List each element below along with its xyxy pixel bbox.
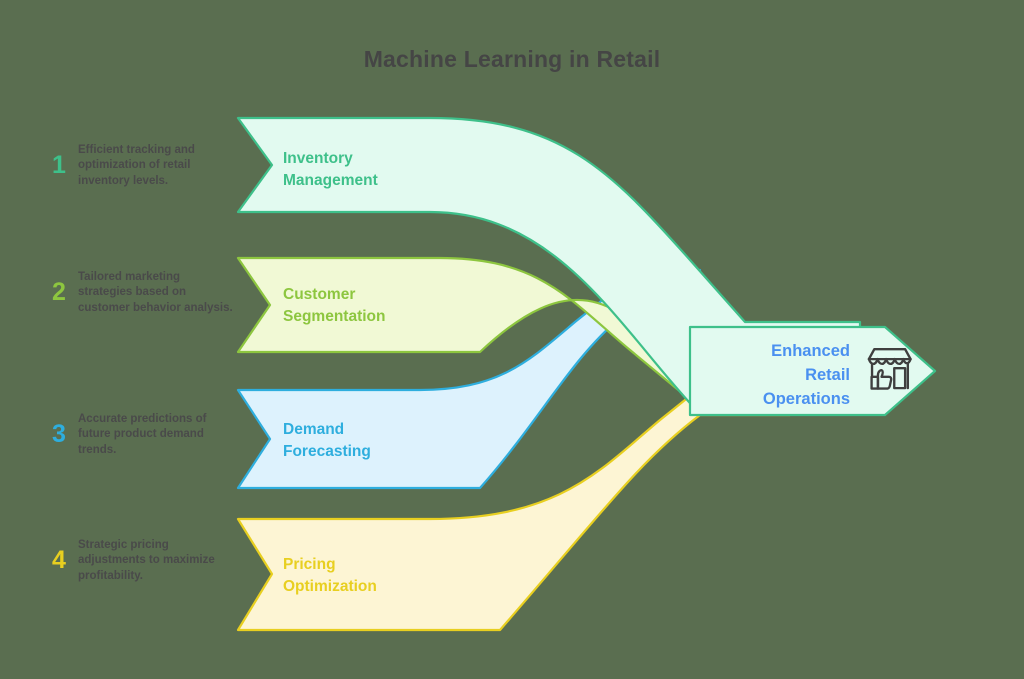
outcome-label-line-2: Retail [805, 365, 850, 384]
band-label-line-2: Forecasting [283, 443, 371, 461]
outcome-label-line-3: Operations [762, 389, 850, 408]
step-item-4: 4 Strategic pricing adjustments to maxim… [52, 538, 237, 584]
storefront-thumbs-up-icon [867, 347, 912, 390]
band-label-line-1: Inventory [283, 150, 353, 167]
step-description-3: Accurate predictions of future product d… [78, 413, 207, 456]
page-title: Machine Learning in Retail [363, 46, 661, 72]
step-description-2: Tailored marketing strategies based on c… [78, 271, 233, 314]
step-item-2: 2 Tailored marketing strategies based on… [52, 270, 237, 316]
step-description-1: Efficient tracking and optimization of r… [78, 144, 195, 187]
band-label-line-1: Demand [283, 421, 345, 438]
step-description-4: Strategic pricing adjustments to maximiz… [78, 539, 215, 582]
band-label-customer-segmentation: Customer Segmentation [283, 284, 385, 329]
step-item-1: 1 Efficient tracking and optimization of… [52, 143, 237, 189]
band-label-inventory-management: Inventory Management [283, 148, 378, 193]
outcome-label: Enhanced Retail Operations [700, 340, 850, 412]
step-number-2: 2 [52, 278, 66, 307]
step-number-4: 4 [52, 546, 66, 575]
band-label-pricing-optimization: Pricing Optimization [283, 554, 377, 599]
band-label-line-1: Customer [283, 286, 356, 303]
step-number-3: 3 [52, 420, 66, 449]
outcome-label-line-1: Enhanced [771, 342, 850, 360]
band-label-line-2: Optimization [283, 578, 377, 596]
band-label-demand-forecasting: Demand Forecasting [283, 419, 371, 464]
band-label-line-1: Pricing [283, 556, 336, 573]
band-label-line-2: Segmentation [283, 308, 386, 326]
band-label-line-2: Management [283, 172, 378, 190]
step-item-3: 3 Accurate predictions of future product… [52, 412, 237, 458]
step-number-1: 1 [52, 151, 66, 180]
